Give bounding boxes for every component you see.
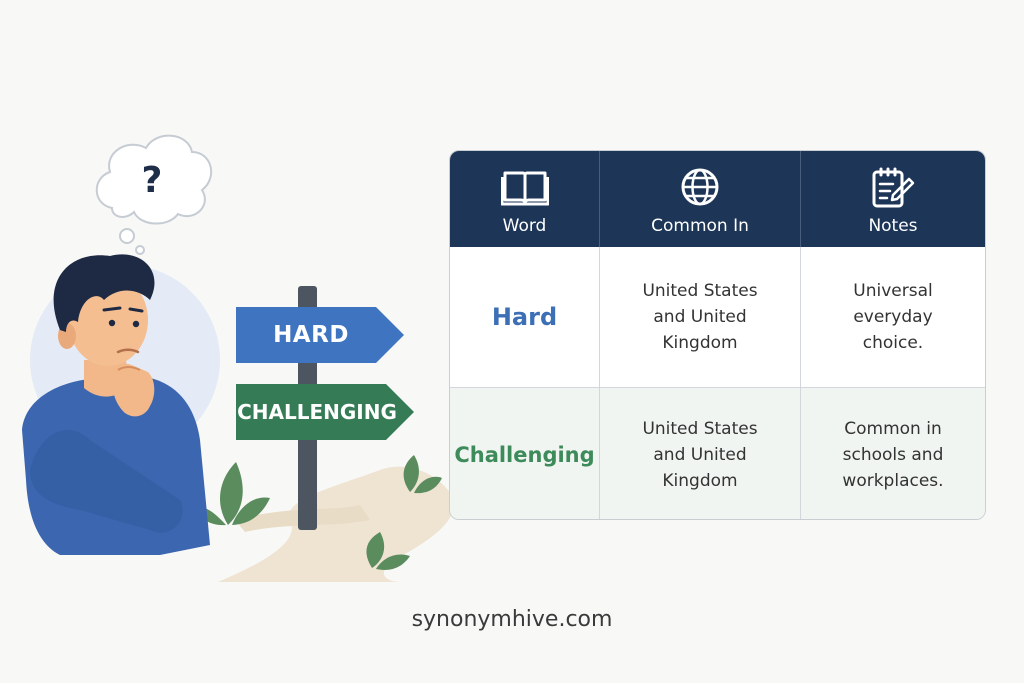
person-hair (53, 254, 155, 332)
notepad-icon (872, 167, 915, 208)
leaf-plant-right (403, 455, 442, 494)
person-eye (108, 319, 116, 327)
header-common-in: Common In (599, 151, 800, 247)
comparison-table: Word Common In Notes Hard United States … (449, 150, 986, 520)
cell-common-in: United States and United Kingdom (599, 388, 800, 519)
cell-notes: Common in schools and workplaces. (800, 388, 985, 519)
book-icon (500, 171, 549, 206)
thought-bubble (95, 134, 212, 255)
table-row: Challenging United States and United Kin… (450, 388, 985, 519)
leaf-plant-bottom (366, 532, 410, 570)
sign-hard-label: HARD (273, 322, 349, 348)
sign-hard (236, 307, 404, 363)
person-hand (111, 363, 155, 417)
winding-path (218, 466, 454, 582)
header-notes: Notes (800, 151, 985, 247)
cell-word-hard: Hard (491, 303, 558, 331)
cell-word-challenging: Challenging (454, 442, 595, 467)
table-row: Hard United States and United Kingdom Un… (450, 247, 985, 388)
sign-challenging (236, 384, 414, 440)
globe-icon (681, 168, 719, 206)
leaf-plant-left (195, 462, 270, 526)
site-footer: synonymhive.com (411, 607, 613, 632)
header-word-label: Word (502, 216, 547, 236)
person (22, 254, 210, 555)
question-mark: ? (141, 160, 163, 201)
header-word: Word (450, 151, 599, 247)
sign-challenging-label: CHALLENGING (237, 400, 397, 424)
header-notes-label: Notes (868, 216, 918, 236)
header-common-in-label: Common In (651, 216, 749, 236)
person-arm (30, 430, 183, 533)
cell-common-in: United States and United Kingdom (599, 247, 800, 387)
cell-notes: Universal everyday choice. (800, 247, 985, 387)
table-header: Word Common In Notes (450, 151, 985, 247)
